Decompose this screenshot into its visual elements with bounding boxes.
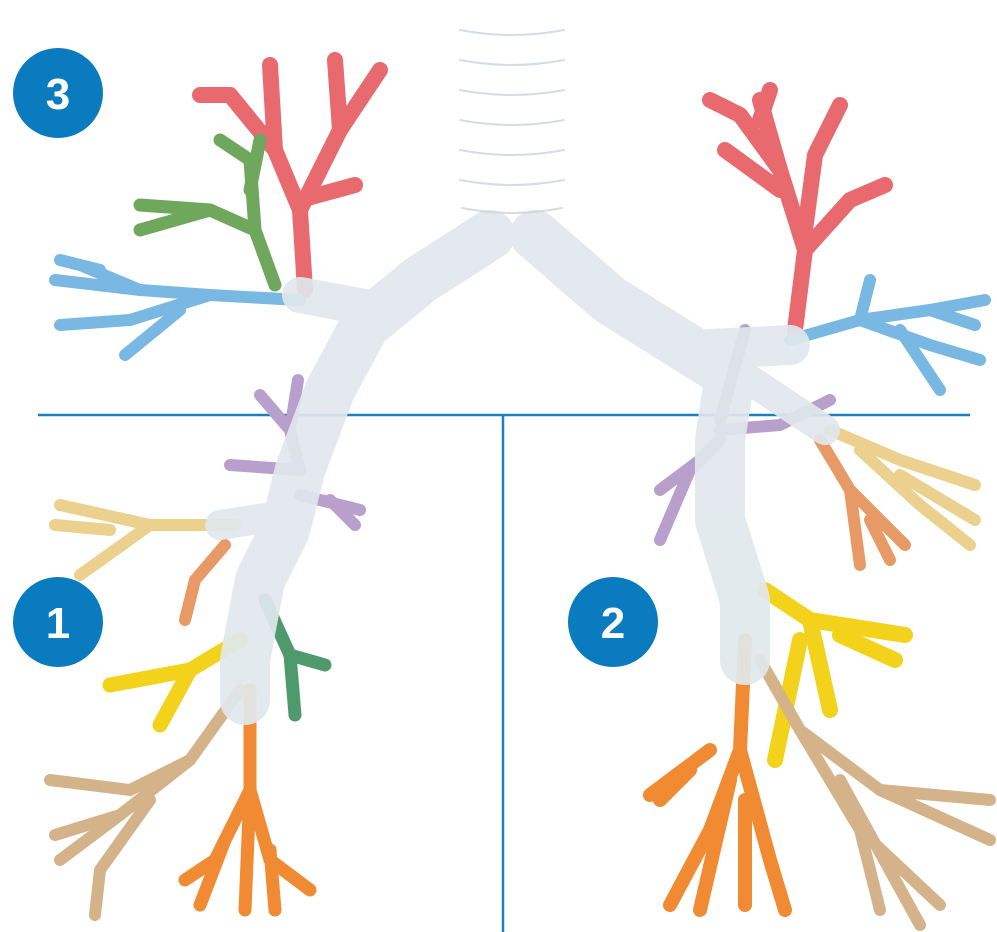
blue-upper-left-branch (55, 260, 300, 355)
badge-2: 2 (568, 577, 658, 667)
salmon-left-branch (185, 545, 225, 620)
badge-1-label: 1 (46, 599, 70, 648)
badge-3-label: 3 (46, 70, 70, 119)
orange-right-branch (650, 640, 785, 910)
red-upper-right-branch (710, 90, 885, 330)
left-upper-stem (300, 295, 380, 310)
yellow-right-branch (765, 590, 905, 760)
green-upper-left-branch (140, 140, 275, 285)
badge-1: 1 (13, 577, 103, 667)
badge-3: 3 (13, 48, 103, 138)
left-lingula-stem (220, 515, 285, 525)
right-upper-stem (690, 345, 790, 350)
red-upper-left-branch (200, 60, 380, 290)
badge-2-label: 2 (601, 599, 625, 648)
blue-upper-right-branch (790, 280, 985, 390)
